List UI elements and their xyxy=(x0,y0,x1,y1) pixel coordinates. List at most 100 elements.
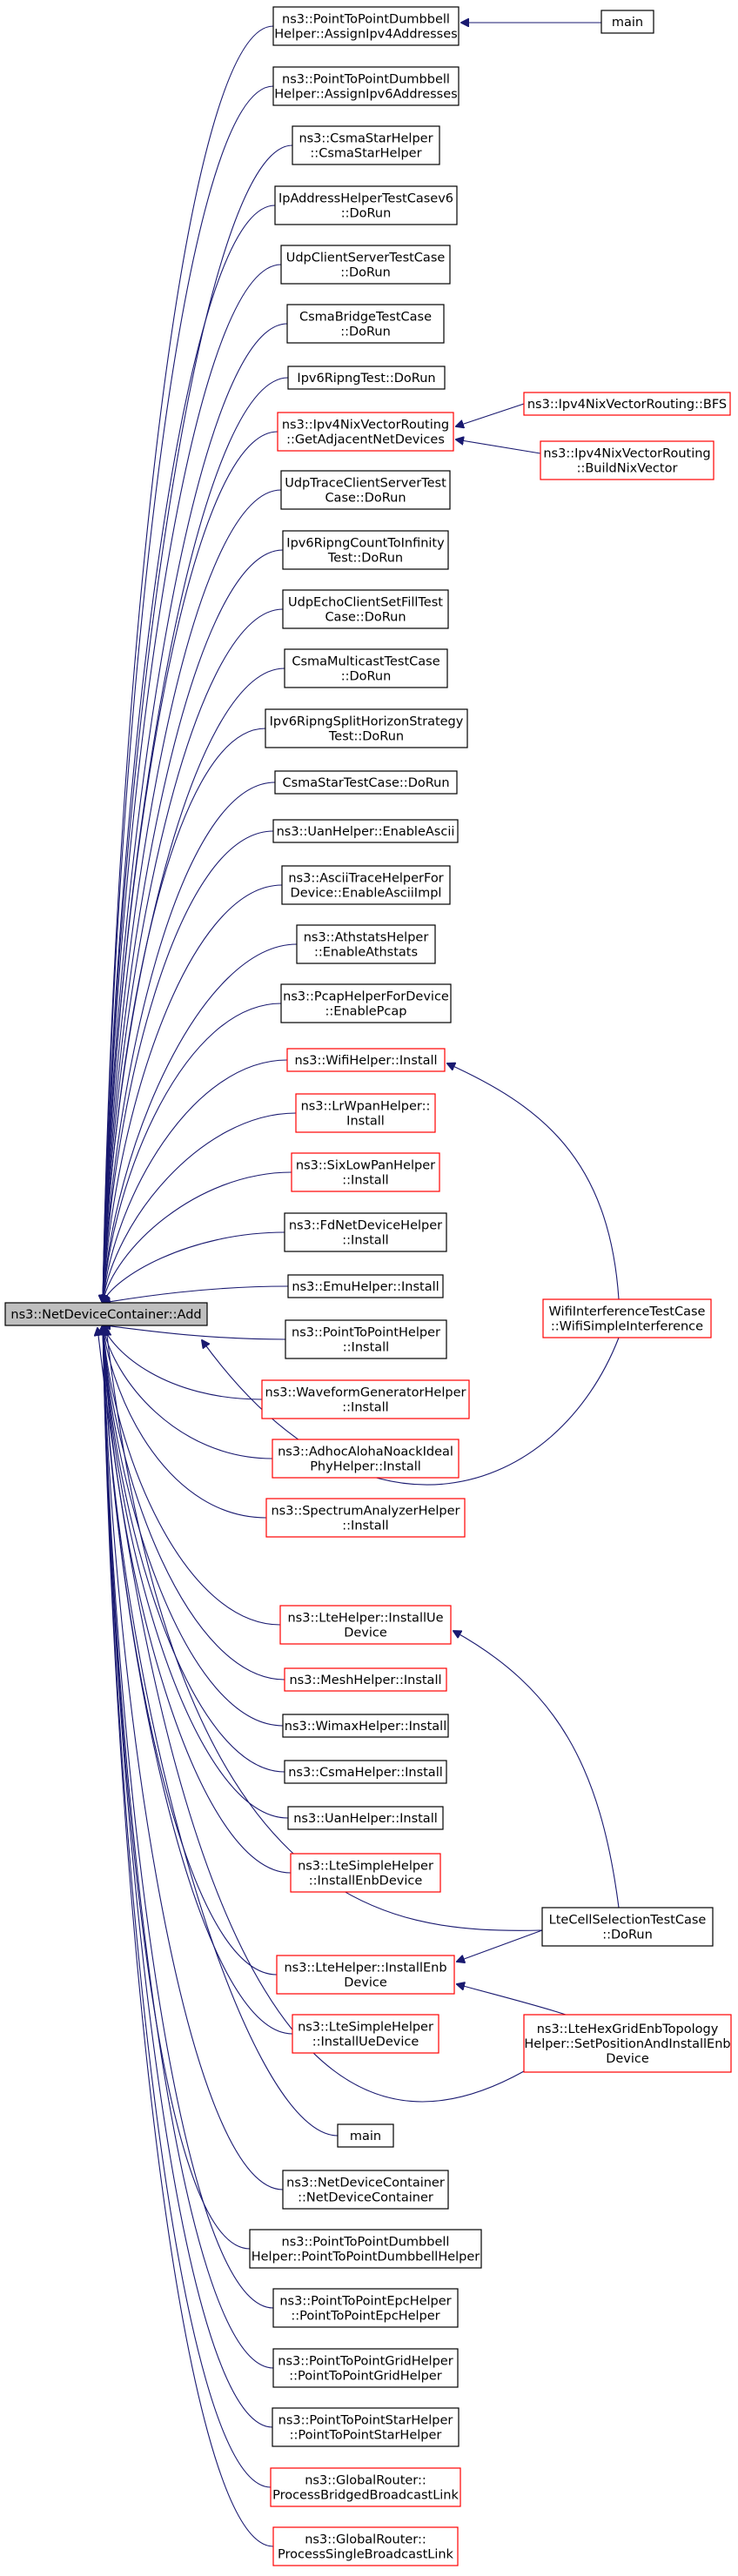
edge-m02-to-n08 xyxy=(456,403,525,426)
node-n17[interactable]: ns3::AthstatsHelper::EnableAthstats xyxy=(296,924,436,964)
node-m05[interactable]: LteCellSelectionTestCase::DoRun xyxy=(541,1907,714,1947)
node-box xyxy=(287,1806,444,1830)
node-n25[interactable]: ns3::WaveformGeneratorHelper::Install xyxy=(261,1379,470,1419)
node-box xyxy=(270,2467,461,2507)
edge-n26-to-root xyxy=(103,1325,273,1459)
node-label-line: Ipv6RipngCountToInfinity xyxy=(286,537,445,551)
node-m02[interactable]: ns3::Ipv4NixVectorRouting::BFS xyxy=(523,392,731,416)
edge-n30-to-root xyxy=(103,1325,284,1727)
node-m01[interactable]: main xyxy=(600,10,654,34)
node-n28[interactable]: ns3::LteHelper::InstallUeDevice xyxy=(279,1605,452,1645)
edge-n14-to-root xyxy=(103,782,276,1303)
node-n08[interactable]: ns3::Ipv4NixVectorRouting::GetAdjacentNe… xyxy=(277,412,454,452)
node-n33[interactable]: ns3::LteSimpleHelper::InstallEnbDevice xyxy=(290,1853,441,1893)
node-n19[interactable]: ns3::WifiHelper::Install xyxy=(286,1048,446,1072)
node-label-line: ns3::MeshHelper::Install xyxy=(289,1674,441,1687)
node-label-line: IpAddressHelperTestCasev6 xyxy=(278,192,453,206)
node-m06[interactable]: ns3::LteHexGridEnbTopologyHelper::SetPos… xyxy=(523,2014,732,2073)
root-node[interactable]: ns3::NetDeviceContainer::Add xyxy=(4,1302,208,1326)
node-n02[interactable]: ns3::PointToPointDumbbellHelper::AssignI… xyxy=(272,66,460,106)
edge-m05-to-n34 xyxy=(457,1929,543,1962)
node-label-line: ns3::SpectrumAnalyzerHelper xyxy=(271,1505,460,1519)
node-label-line: Helper::AssignIpv4Addresses xyxy=(274,28,457,42)
node-m04[interactable]: WifiInterferenceTestCase::WifiSimpleInte… xyxy=(542,1298,712,1338)
node-box xyxy=(284,648,448,688)
node-n27[interactable]: ns3::SpectrumAnalyzerHelper::Install xyxy=(265,1498,466,1538)
node-n30[interactable]: ns3::WimaxHelper::Install xyxy=(282,1714,449,1738)
edge-n09-to-root xyxy=(103,489,282,1303)
node-n04[interactable]: IpAddressHelperTestCasev6::DoRun xyxy=(274,185,458,225)
node-label-line: ::WifiSimpleInterference xyxy=(551,1320,703,1334)
node-n24[interactable]: ns3::PointToPointHelper::Install xyxy=(285,1319,447,1359)
node-box xyxy=(287,366,446,390)
edge-n35-to-root xyxy=(103,1325,293,2035)
node-n15[interactable]: ns3::UanHelper::EnableAscii xyxy=(272,819,459,843)
node-label-line: ns3::WimaxHelper::Install xyxy=(285,1720,446,1734)
node-n12[interactable]: CsmaMulticastTestCase::DoRun xyxy=(284,648,448,688)
node-n32[interactable]: ns3::UanHelper::Install xyxy=(287,1806,444,1830)
node-n18[interactable]: ns3::PcapHelperForDevice::EnablePcap xyxy=(280,983,452,1023)
node-box xyxy=(290,1853,441,1893)
node-label-line: ::DoRun xyxy=(341,670,392,684)
edge-n20-to-root xyxy=(103,1112,297,1303)
node-label-line: ::DoRun xyxy=(602,1929,653,1942)
node-label-line: ns3::PcapHelperForDevice xyxy=(283,990,449,1004)
node-n38[interactable]: ns3::PointToPointDumbbellHelper::PointTo… xyxy=(249,2229,482,2269)
node-n42[interactable]: ns3::GlobalRouter::ProcessBridgedBroadca… xyxy=(270,2467,461,2507)
node-box xyxy=(542,1298,712,1338)
edge-n25-to-root xyxy=(103,1325,263,1400)
node-label-line: Device xyxy=(344,1627,387,1640)
node-box xyxy=(265,708,468,748)
node-n01[interactable]: ns3::PointToPointDumbbellHelper::AssignI… xyxy=(272,6,460,46)
node-n03[interactable]: ns3::CsmaStarHelper::CsmaStarHelper xyxy=(292,125,440,165)
edge-n41-to-root xyxy=(103,1325,273,2428)
node-n36[interactable]: main xyxy=(337,2123,394,2148)
node-box xyxy=(523,2014,732,2073)
node-label-line: UdpClientServerTestCase xyxy=(286,252,446,265)
node-label-line: ns3::PointToPointGridHelper xyxy=(278,2355,453,2369)
node-box xyxy=(280,245,451,285)
node-label-line: ns3::WifiHelper::Install xyxy=(294,1054,437,1068)
node-n40[interactable]: ns3::PointToPointGridHelper::PointToPoin… xyxy=(272,2348,459,2388)
node-n22[interactable]: ns3::FdNetDeviceHelper::Install xyxy=(284,1212,447,1252)
node-n43[interactable]: ns3::GlobalRouter::ProcessSingleBroadcas… xyxy=(272,2526,459,2566)
edge-n15-to-root xyxy=(103,830,274,1303)
node-box xyxy=(272,2407,460,2447)
node-n07[interactable]: Ipv6RipngTest::DoRun xyxy=(287,366,446,390)
edge-n12-to-root xyxy=(103,667,285,1303)
node-n16[interactable]: ns3::AsciiTraceHelperForDevice::EnableAs… xyxy=(281,865,451,905)
node-box xyxy=(282,1714,449,1738)
edge-n22-to-root xyxy=(103,1231,285,1303)
node-n37[interactable]: ns3::NetDeviceContainer::NetDeviceContai… xyxy=(282,2170,449,2210)
node-label-line: Device::EnableAsciiImpl xyxy=(291,887,442,901)
node-n31[interactable]: ns3::CsmaHelper::Install xyxy=(284,1760,447,1784)
node-n06[interactable]: CsmaBridgeTestCase::DoRun xyxy=(286,304,445,344)
node-n29[interactable]: ns3::MeshHelper::Install xyxy=(284,1667,447,1692)
node-n39[interactable]: ns3::PointToPointEpcHelper::PointToPoint… xyxy=(272,2288,459,2328)
node-n41[interactable]: ns3::PointToPointStarHelper::PointToPoin… xyxy=(272,2407,460,2447)
node-box xyxy=(523,392,731,416)
node-m03[interactable]: ns3::Ipv4NixVectorRouting::BuildNixVecto… xyxy=(540,440,715,480)
node-box xyxy=(261,1379,470,1419)
node-n35[interactable]: ns3::LteSimpleHelper::InstallUeDevice xyxy=(292,2014,439,2054)
edge-n42-to-root xyxy=(103,1325,272,2488)
node-n21[interactable]: ns3::SixLowPanHelper::Install xyxy=(291,1152,440,1192)
node-n14[interactable]: CsmaStarTestCase::DoRun xyxy=(274,770,458,795)
node-box xyxy=(272,819,459,843)
node-label-line: ns3::PointToPointEpcHelper xyxy=(279,2295,451,2309)
edge-n02-to-root xyxy=(103,85,274,1303)
node-n20[interactable]: ns3::LrWpanHelper::Install xyxy=(295,1093,436,1133)
node-n34[interactable]: ns3::LteHelper::InstallEnbDevice xyxy=(276,1955,455,1995)
node-n23[interactable]: ns3::EmuHelper::Install xyxy=(287,1274,444,1298)
edge-n19-to-root xyxy=(103,1059,288,1303)
node-label-line: ::PointToPointGridHelper xyxy=(289,2370,441,2384)
node-label-line: ns3::UanHelper::EnableAscii xyxy=(277,825,455,839)
node-label-line: ns3::GlobalRouter:: xyxy=(305,2533,426,2547)
node-box xyxy=(284,1760,447,1784)
node-n26[interactable]: ns3::AdhocAlohaNoackIdealPhyHelper::Inst… xyxy=(272,1439,460,1479)
node-n05[interactable]: UdpClientServerTestCase::DoRun xyxy=(280,245,451,285)
